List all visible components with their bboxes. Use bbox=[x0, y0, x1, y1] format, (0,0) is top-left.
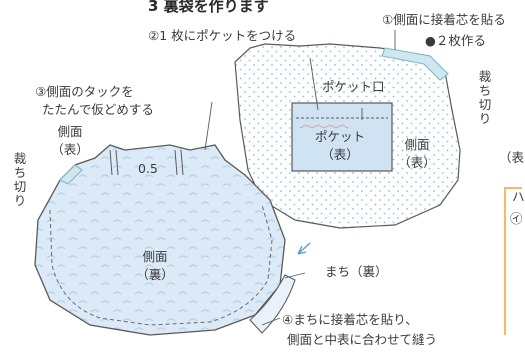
step-4-line1: ④まちに接着芯を貼り、 bbox=[282, 312, 418, 327]
interfacing-edge-left bbox=[59, 164, 83, 185]
seam-line bbox=[49, 204, 273, 326]
step-1-note: ●２枚作る bbox=[425, 33, 486, 48]
side-back-line2: （裏） bbox=[136, 267, 174, 282]
cut-off-label-right: 裁ち切り bbox=[478, 69, 492, 126]
measure-0-5: 0.5 bbox=[138, 161, 158, 176]
cut-off-label-left: 裁ち切り bbox=[13, 151, 27, 208]
side-face-right-line1: 側面 bbox=[404, 137, 430, 152]
edge-fragment-2: ハ bbox=[512, 189, 525, 204]
gusset-strip bbox=[249, 274, 296, 334]
step-1-label: ①側面に接着芯を貼る bbox=[382, 12, 506, 27]
edge-fragment-1: （表 bbox=[499, 150, 525, 165]
pocket bbox=[291, 102, 393, 172]
pocket-opening-label: ポケット口 bbox=[322, 79, 385, 94]
pocket-print bbox=[299, 124, 349, 129]
orange-bracket bbox=[504, 187, 522, 335]
pocket-face-line2: （表） bbox=[321, 147, 359, 162]
leader-lines bbox=[204, 30, 396, 326]
dimension-arrow bbox=[297, 242, 311, 255]
side-panel-lining bbox=[34, 144, 286, 336]
side-face-right-line2: （表） bbox=[398, 155, 436, 170]
interfacing-edge-right bbox=[381, 47, 449, 81]
step-3-line1: ③側面のタックを bbox=[35, 84, 134, 99]
edge-fragment-3: ㋑ bbox=[510, 211, 523, 226]
gusset-back-label: まち（裏） bbox=[325, 264, 388, 279]
side-face-left-line2: （表） bbox=[51, 142, 89, 157]
side-face-left-line1: 側面 bbox=[57, 124, 83, 139]
pocket-face-line1: ポケット bbox=[314, 129, 365, 144]
side-back-line1: 側面 bbox=[142, 249, 168, 264]
step-4-line2: 側面と中表に合わせて縫う bbox=[287, 332, 438, 347]
tucks bbox=[109, 149, 184, 176]
section-title: 3 裏袋を作ります bbox=[148, 0, 269, 15]
step-2-label: ②1 枚にポケットをつける bbox=[148, 28, 297, 43]
step-3-line2: たたんで仮どめする bbox=[42, 102, 154, 117]
